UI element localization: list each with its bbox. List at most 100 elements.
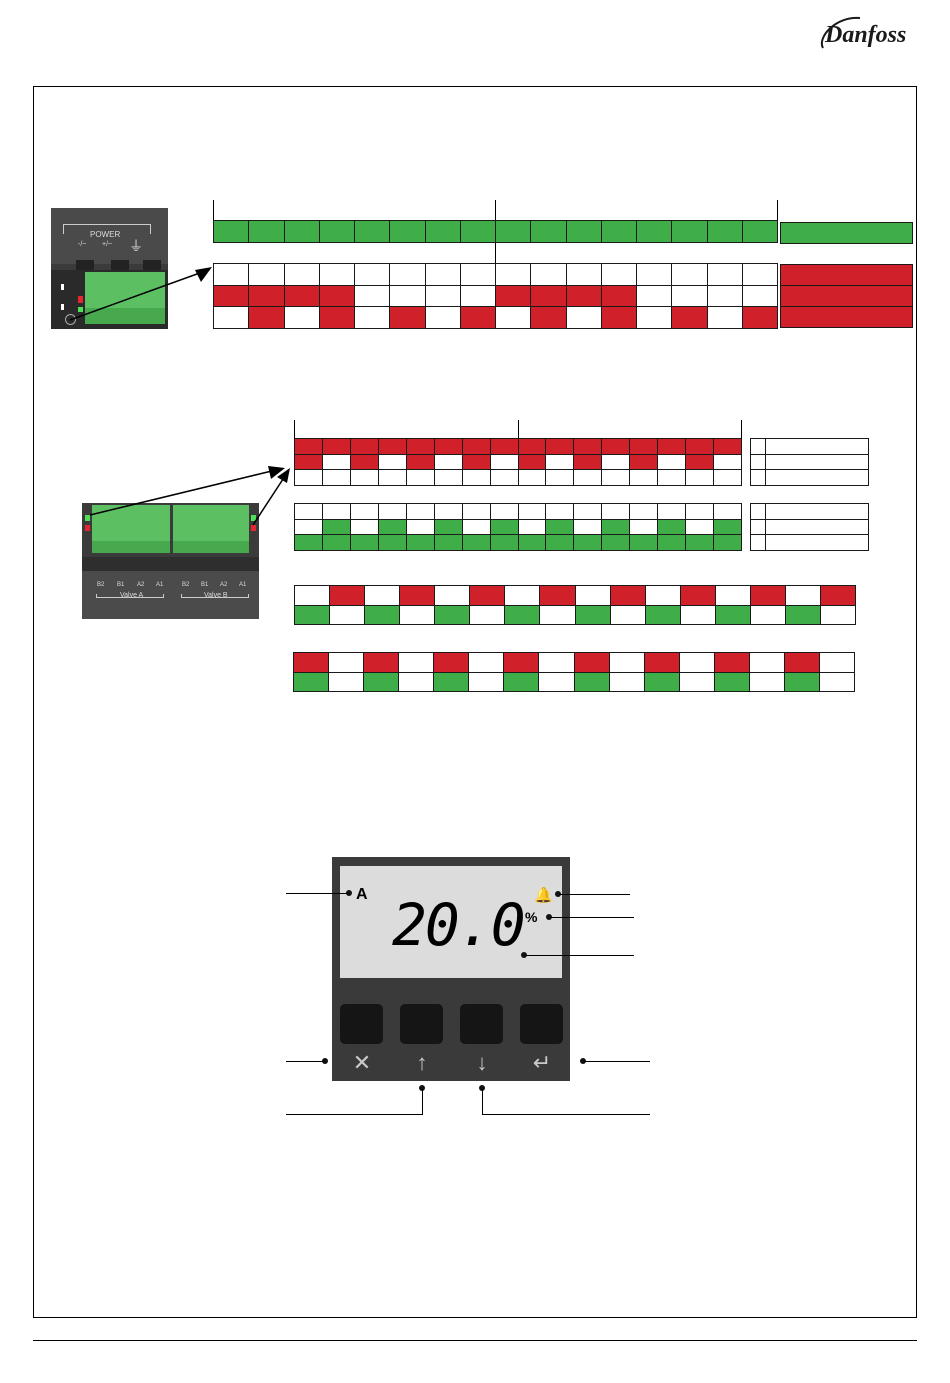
pattern2-green-row-1-cell-4 — [377, 503, 407, 520]
pattern2-green-row-1-cell-2 — [321, 503, 351, 520]
pattern2-red-row-2-cell-14 — [657, 453, 687, 471]
pattern1-row-b-cell-14 — [671, 284, 708, 308]
callout-dot-down — [479, 1085, 485, 1091]
pattern2-bracket-mid — [518, 420, 519, 438]
pattern2-red-row-2-cell-13 — [629, 453, 659, 471]
pattern2-green-row-1-cell-8 — [489, 503, 519, 520]
pattern3-top-cell-1 — [293, 585, 331, 606]
pattern3-top-cell-4 — [399, 585, 436, 606]
pattern1-row-c-cell-3 — [283, 306, 320, 329]
up-button[interactable] — [400, 1004, 443, 1044]
pattern1-row-a-cell-5 — [353, 263, 391, 286]
pattern1-top-cell-13 — [635, 220, 673, 243]
pattern2-red-row-2-cell-2 — [321, 453, 351, 471]
callout-dot-enter — [580, 1058, 586, 1064]
pattern2-red-row-1-cell-4 — [377, 438, 407, 455]
logo-text: Danfoss — [824, 22, 906, 48]
pattern2-red-row-3-cell-3 — [349, 469, 379, 486]
pattern4-bottom-cell-6 — [468, 671, 505, 692]
pattern2-red-row-3-cell-10 — [545, 469, 575, 486]
pattern1-top-cell-14 — [671, 220, 708, 243]
pattern4-top-cell-15 — [783, 652, 820, 673]
status-led-green — [78, 307, 83, 312]
callout-dot-value — [521, 952, 527, 958]
pattern2-green-row-1-cell-15 — [685, 503, 715, 520]
callout-line-cancel — [286, 1061, 324, 1062]
pattern2-red-row-3-cell-4 — [377, 469, 407, 486]
pattern2-red-row-1-cell-12 — [601, 438, 631, 455]
pattern2-green-row-1-cell-12 — [601, 503, 631, 520]
callout-dot-unit — [546, 914, 552, 920]
pattern2-green-row-3-cell-11 — [573, 534, 603, 551]
danfoss-logo: Danfoss — [820, 16, 906, 49]
pattern1-row-c-cell-11 — [565, 306, 602, 329]
pattern1-top-cell-16 — [741, 220, 779, 243]
callout-vline-down — [482, 1089, 483, 1114]
pattern4-top-cell-10 — [608, 652, 645, 673]
pattern1-row-c-cell-13 — [635, 306, 673, 329]
pattern1-row-c-cell-5 — [353, 306, 391, 329]
pattern3-top-cell-6 — [469, 585, 506, 606]
power-terminal-2: +/~ — [102, 241, 113, 248]
valve-a-label: Valve A — [120, 592, 144, 599]
pattern2-green-row-1-cell-13 — [629, 503, 659, 520]
valve-terminal-4: A1 — [156, 582, 164, 588]
pattern2-red-row-3-cell-13 — [629, 469, 659, 486]
pattern1-row-b-cell-7 — [424, 284, 461, 308]
pattern4-bottom-cell-14 — [748, 671, 785, 692]
power-terminal-1: -/~ — [78, 241, 87, 248]
pattern1-row-b-cell-11 — [565, 284, 602, 308]
pattern1-top-cell-15 — [706, 220, 743, 243]
lcd-screen — [340, 866, 562, 978]
pattern2-green-row-1-cell-5 — [405, 503, 435, 520]
pattern2-green-row-3-cell-5 — [405, 534, 435, 551]
pattern2-red-row-2-cell-8 — [489, 453, 519, 471]
pattern2-red-row-2-cell-5 — [405, 453, 435, 471]
pattern4-top-cell-11 — [643, 652, 680, 673]
pattern1-row-a-cell-14 — [671, 263, 708, 286]
pattern1-row-a-cell-2 — [248, 263, 285, 286]
pattern2-green-row-2-cell-2 — [321, 518, 351, 536]
down-button[interactable] — [460, 1004, 503, 1044]
pattern2-green-row-3-cell-3 — [349, 534, 379, 551]
pattern4-top-cell-9 — [573, 652, 610, 673]
callout-line-enter — [584, 1061, 650, 1062]
pattern3-top-cell-2 — [329, 585, 366, 606]
pattern3-bottom-cell-3 — [364, 604, 401, 625]
ground-icon: ⏚ — [129, 238, 143, 254]
pattern2-red-row-3-cell-15 — [685, 469, 715, 486]
pattern3-bottom-cell-11 — [644, 604, 681, 625]
pattern1-row-b-cell-2 — [248, 284, 285, 308]
pattern4-bottom-cell-4 — [398, 671, 435, 692]
pattern4-bottom-cell-9 — [573, 671, 610, 692]
pattern1-row-c-cell-16 — [741, 306, 779, 329]
callout-line-down — [482, 1114, 650, 1115]
pattern2-green-row-2-cell-5 — [405, 518, 435, 536]
pattern3-bottom-cell-12 — [679, 604, 716, 625]
pattern1-row-b-cell-4 — [318, 284, 356, 308]
pattern2-green-row-2-cell-4 — [377, 518, 407, 536]
pattern1-row-b-cell-9 — [494, 284, 532, 308]
pattern2-red-row-1-cell-5 — [405, 438, 435, 455]
pattern2-red-row-1-cell-7 — [461, 438, 491, 455]
pattern4-bottom-cell-13 — [713, 671, 750, 692]
cancel-button[interactable] — [340, 1004, 383, 1044]
pattern2-green-row-2-cell-14 — [657, 518, 687, 536]
enter-button[interactable] — [520, 1004, 563, 1044]
pattern3-top-cell-13 — [714, 585, 751, 606]
pattern4-bottom-cell-2 — [328, 671, 365, 692]
pattern3-top-cell-10 — [609, 585, 646, 606]
valve-terminal-3: A2 — [137, 582, 145, 588]
pattern3-top-cell-16 — [819, 585, 857, 606]
pattern3-bottom-cell-2 — [329, 604, 366, 625]
pattern3-top-cell-7 — [504, 585, 541, 606]
pattern2-green-row-2-cell-11 — [573, 518, 603, 536]
pattern2-green-row-3-cell-13 — [629, 534, 659, 551]
display-value: 20.0 — [392, 891, 526, 959]
pattern4-bottom-cell-11 — [643, 671, 680, 692]
pattern1-row-b-cell-3 — [283, 284, 320, 308]
pattern2-green-row-3-cell-1 — [294, 534, 323, 551]
pattern2-green-row-1-cell-11 — [573, 503, 603, 520]
pattern2-green-row-3-cell-15 — [685, 534, 715, 551]
pattern2-red-row-3-cell-14 — [657, 469, 687, 486]
